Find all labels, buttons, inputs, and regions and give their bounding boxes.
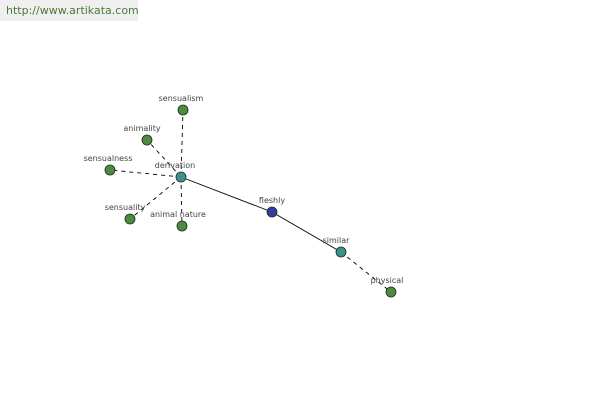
node-label: animality (123, 124, 160, 133)
node-animal-nature[interactable]: animal nature (150, 210, 206, 232)
node-label: similar (323, 236, 351, 245)
node-sensuality[interactable]: sensuality (105, 203, 146, 225)
node-marker[interactable] (141, 134, 153, 146)
edge-fleshly-similar (271, 211, 342, 253)
node-fleshly[interactable]: fleshly (259, 196, 285, 218)
node-label: sensuality (105, 203, 146, 212)
edge-derivation-sensuality (129, 176, 182, 220)
node-physical[interactable]: physical (371, 276, 404, 298)
node-sensualness[interactable]: sensualness (84, 154, 133, 176)
node-marker[interactable] (177, 104, 189, 116)
site-url-banner[interactable]: http://www.artikata.com (0, 0, 139, 21)
node-animality[interactable]: animality (123, 124, 161, 146)
node-marker[interactable] (176, 220, 188, 232)
edge-derivation-animality (146, 139, 182, 178)
node-derivation[interactable]: derivation (155, 161, 195, 183)
node-marker[interactable] (385, 286, 397, 298)
node-marker[interactable] (175, 171, 187, 183)
node-label: animal nature (150, 210, 206, 219)
node-label: sensualism (159, 94, 204, 103)
edge-derivation-sensualness (109, 169, 182, 178)
node-label: sensualness (84, 154, 133, 163)
node-marker[interactable] (266, 206, 278, 218)
graph-edges (109, 109, 392, 293)
edge-derivation-animal_nature (180, 176, 183, 227)
node-label: derivation (155, 161, 195, 170)
node-similar[interactable]: similar (323, 236, 351, 258)
node-label: physical (371, 276, 404, 285)
edge-similar-physical (340, 251, 392, 293)
node-sensualism[interactable]: sensualism (159, 94, 204, 116)
node-marker[interactable] (124, 213, 136, 225)
node-label: fleshly (259, 196, 285, 205)
edge-derivation-sensualism (180, 109, 184, 178)
graph-nodes: fleshly derivation similar sensualism animal… (84, 94, 404, 298)
node-marker[interactable] (335, 246, 347, 258)
edge-fleshly-derivation (180, 176, 273, 213)
node-marker[interactable] (104, 164, 116, 176)
